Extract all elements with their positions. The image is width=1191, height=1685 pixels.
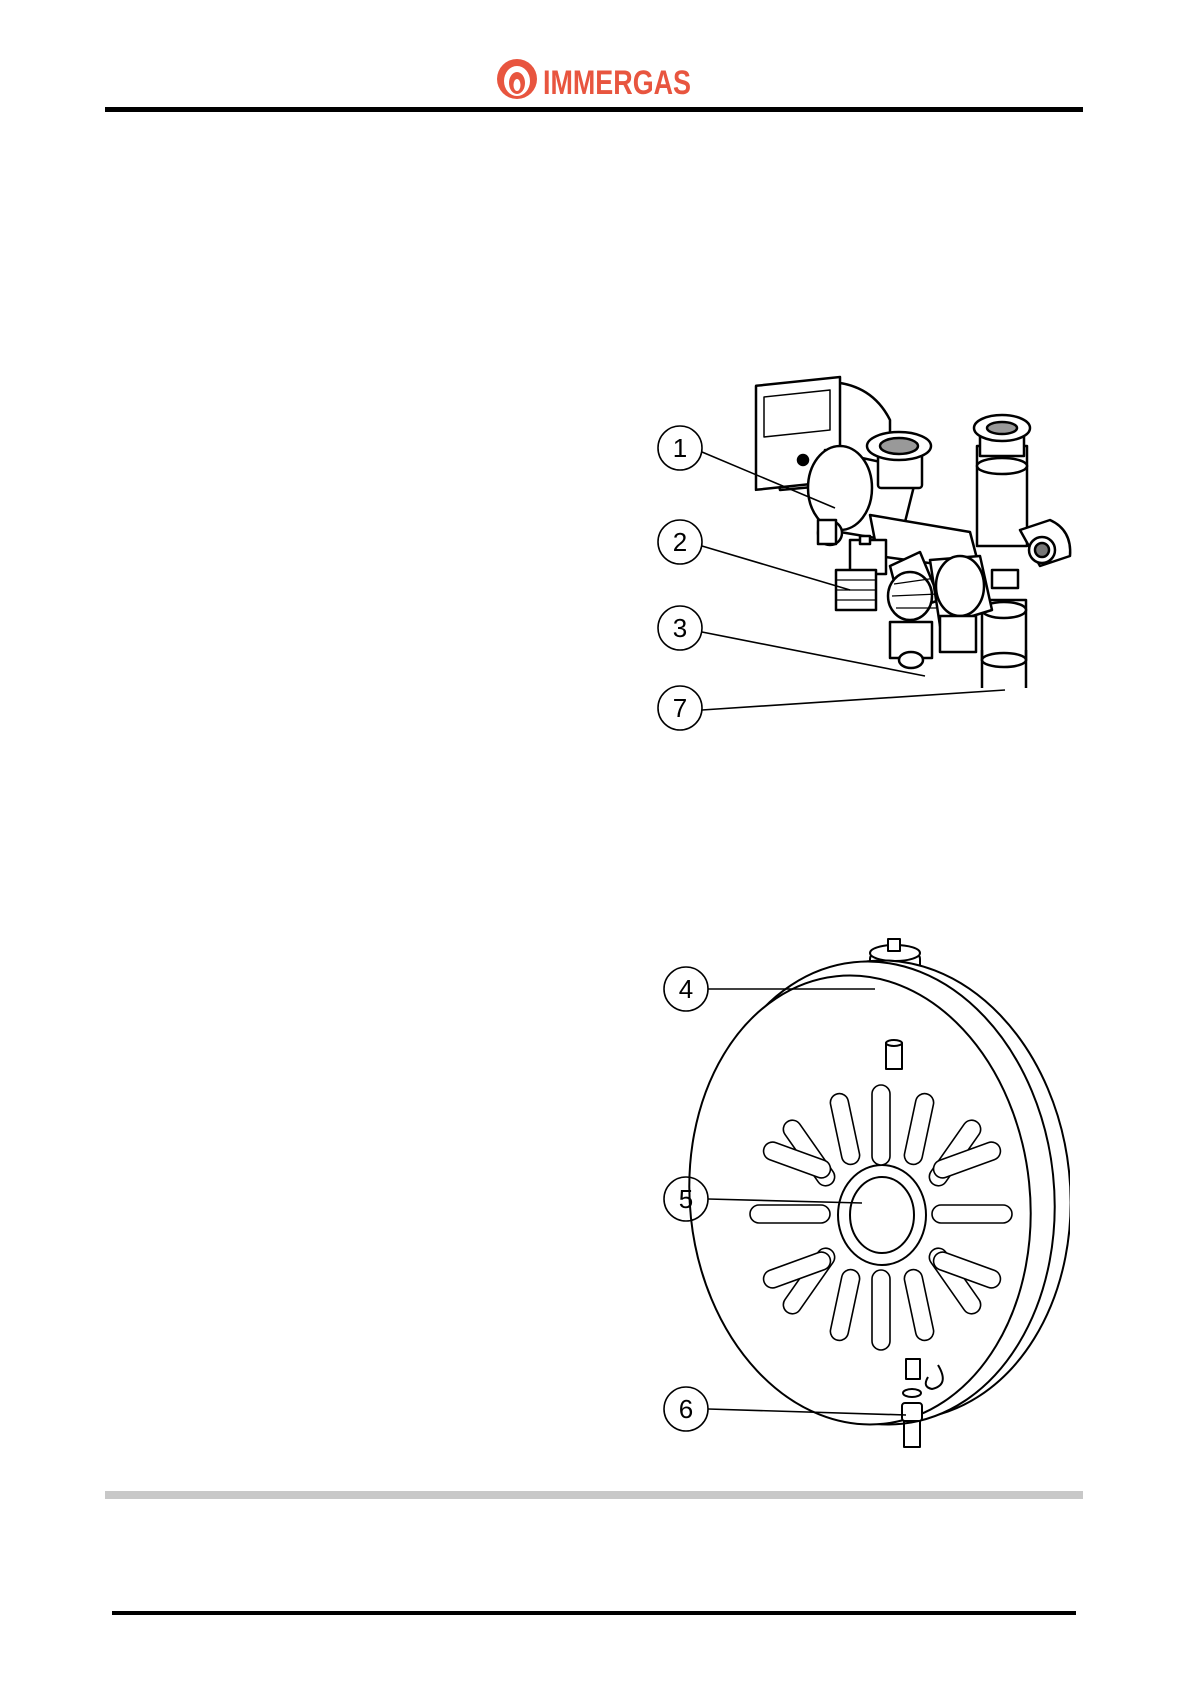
callout-2: 2 (673, 527, 687, 557)
callout-6: 6 (679, 1394, 693, 1424)
footer-rule (112, 1611, 1076, 1615)
hydraulic-group-figure: 1 2 3 7 (640, 370, 1100, 740)
callout-7: 7 (673, 693, 687, 723)
brand-name: IMMERGAS (543, 64, 691, 102)
header-rule (105, 107, 1083, 112)
immergas-logo: IMMERGAS (495, 56, 695, 102)
section-divider (105, 1491, 1083, 1499)
callout-5: 5 (679, 1184, 693, 1214)
flame-mark-icon (497, 59, 537, 99)
callout-1: 1 (673, 433, 687, 463)
expansion-vessel-figure: 4 5 6 (650, 925, 1070, 1450)
callout-4: 4 (679, 974, 693, 1004)
callout-3: 3 (673, 613, 687, 643)
